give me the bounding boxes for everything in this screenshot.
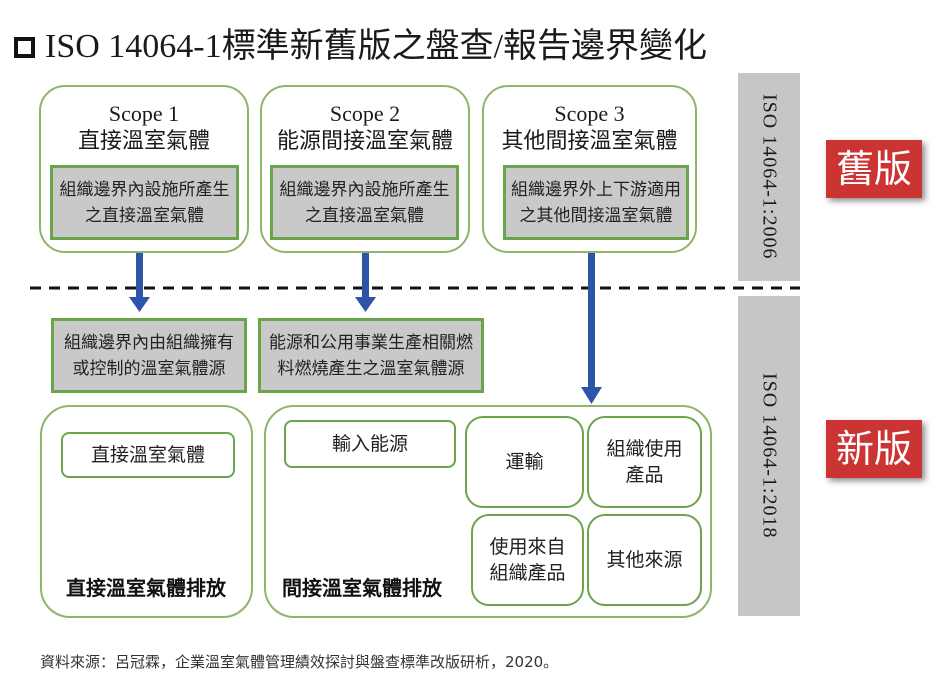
version-2006-label: ISO 14064-1:2006 <box>758 94 781 260</box>
scope2-subtitle: 能源間接溫室氣體 <box>276 128 453 153</box>
arrow-scope3-shaft <box>588 253 595 389</box>
square-bullet-icon <box>14 37 35 58</box>
version-2006-bar: ISO 14064-1:2006 <box>738 73 800 281</box>
energy-source-box: 能源和公用事業生產相關燃料燃燒產生之溫室氣體源 <box>258 318 484 393</box>
version-2018-label: ISO 14064-1:2018 <box>758 373 781 539</box>
arrow-scope1-head <box>129 297 150 312</box>
scope3-subtitle: 其他間接溫室氣體 <box>501 128 678 153</box>
arrow-scope3-head <box>581 387 602 404</box>
scope1-subtitle: 直接溫室氣體 <box>77 128 210 153</box>
scope1-detail: 組織邊界內設施所產生之直接溫室氣體 <box>50 165 239 240</box>
imported-energy-box: 輸入能源 <box>284 420 456 468</box>
scope1-title: Scope 1 <box>108 101 180 126</box>
scope3-title: Scope 3 <box>554 101 625 126</box>
direct-ghg-box: 直接溫室氣體 <box>61 432 235 478</box>
old-version-tag: 舊版 <box>826 140 922 198</box>
direct-source-box: 組織邊界內由組織擁有或控制的溫室氣體源 <box>51 318 247 393</box>
products-used-box: 組織使用產品 <box>587 416 702 508</box>
scope2-title: Scope 2 <box>329 101 401 126</box>
source-citation: 資料來源：呂冠霖，企業溫室氣體管理績效探討與盤查標準改版研析，2020。 <box>40 653 559 671</box>
scope2-detail: 組織邊界內設施所產生之直接溫室氣體 <box>270 165 459 240</box>
arrow-scope2-head <box>355 297 376 312</box>
use-of-products-box: 使用來自組織產品 <box>471 514 584 606</box>
scope3-detail: 組織邊界外上下游適用之其他間接溫室氣體 <box>503 165 689 240</box>
direct-emissions-label: 直接溫室氣體排放 <box>66 576 226 600</box>
transport-box: 運輸 <box>465 416 584 508</box>
version-2018-bar: ISO 14064-1:2018 <box>738 296 800 616</box>
indirect-emissions-label: 間接溫室氣體排放 <box>282 576 442 600</box>
arrow-scope1-shaft <box>136 253 143 299</box>
arrow-scope2-shaft <box>362 253 369 299</box>
new-version-tag: 新版 <box>826 420 922 478</box>
other-sources-box: 其他來源 <box>587 514 702 606</box>
page-title: ISO 14064-1標準新舊版之盤查/報告邊界變化 <box>14 18 707 67</box>
